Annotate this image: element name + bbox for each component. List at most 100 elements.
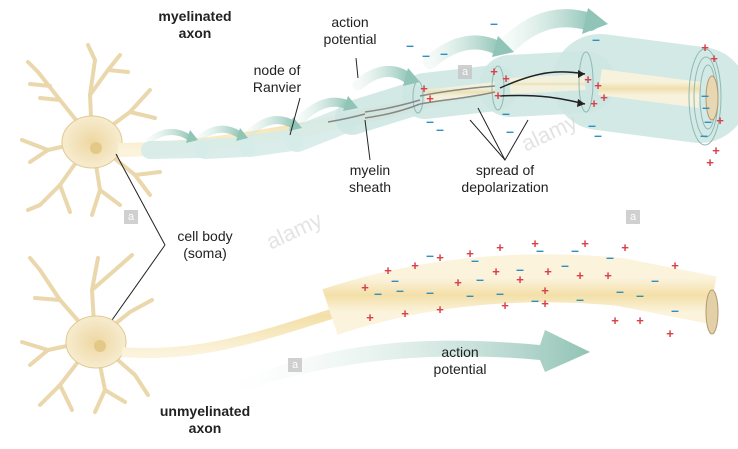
watermark-badge: a xyxy=(288,358,302,372)
negative-charge-sign: – xyxy=(471,252,479,268)
ion-charges: +++++–––––––––––+++++++++––––+++++++++++… xyxy=(361,15,724,341)
negative-charge-sign: – xyxy=(506,123,514,139)
positive-charge-sign: + xyxy=(584,72,592,87)
positive-charge-sign: + xyxy=(516,272,524,287)
negative-charge-sign: – xyxy=(671,302,679,318)
watermark-badge: a xyxy=(458,65,472,79)
positive-charge-sign: + xyxy=(501,298,509,313)
positive-charge-sign: + xyxy=(492,264,500,279)
negative-charge-sign: – xyxy=(702,99,710,115)
positive-charge-sign: + xyxy=(366,310,374,325)
negative-charge-sign: – xyxy=(391,272,399,288)
top-arc-arrowheads xyxy=(186,8,608,143)
positive-charge-sign: + xyxy=(604,268,612,283)
positive-charge-sign: + xyxy=(611,313,619,328)
positive-charge-sign: + xyxy=(454,275,462,290)
myelin-sheath-label: myelin sheath xyxy=(348,162,392,195)
positive-charge-sign: + xyxy=(490,64,498,79)
watermark-badge: a xyxy=(124,210,138,224)
negative-charge-sign: – xyxy=(594,127,602,143)
negative-charge-sign: – xyxy=(426,247,434,263)
unmyelinated-axon-label: unmyelinated axon xyxy=(159,403,251,436)
positive-charge-sign: + xyxy=(636,313,644,328)
positive-charge-sign: + xyxy=(361,280,369,295)
positive-charge-sign: + xyxy=(384,263,392,278)
bottom-axon-end xyxy=(705,289,719,335)
bottom-action-potential-arrow xyxy=(230,330,590,395)
positive-charge-sign: + xyxy=(401,306,409,321)
depolarization-arrows xyxy=(327,70,586,123)
negative-charge-sign: – xyxy=(576,291,584,307)
positive-charge-sign: + xyxy=(666,326,674,341)
negative-charge-sign: – xyxy=(606,249,614,265)
positive-charge-sign: + xyxy=(716,113,724,128)
positive-charge-sign: + xyxy=(712,143,720,158)
negative-charge-sign: – xyxy=(636,287,644,303)
positive-charge-sign: + xyxy=(544,264,552,279)
negative-charge-sign: – xyxy=(701,87,709,103)
positive-charge-sign: + xyxy=(600,90,608,105)
negative-charge-sign: – xyxy=(422,47,430,63)
positive-charge-sign: + xyxy=(420,81,428,96)
positive-charge-sign: + xyxy=(436,250,444,265)
positive-charge-sign: + xyxy=(701,40,709,55)
watermark-badge: a xyxy=(626,210,640,224)
positive-charge-sign: + xyxy=(671,258,679,273)
positive-charge-sign: + xyxy=(466,246,474,261)
negative-charge-sign: – xyxy=(466,287,474,303)
spread-of-depolarization-label: spread of depolarization xyxy=(461,162,549,195)
negative-charge-sign: – xyxy=(536,242,544,258)
top-neuron-cell xyxy=(20,43,162,217)
bottom-axon xyxy=(322,254,717,335)
positive-charge-sign: + xyxy=(581,236,589,251)
negative-charge-sign: – xyxy=(561,257,569,273)
negative-charge-sign: – xyxy=(502,105,510,121)
top-soma xyxy=(61,115,123,169)
positive-charge-sign: + xyxy=(541,283,549,298)
node-of-ranvier-label: node of Ranvier xyxy=(252,62,302,95)
top-action-potential-arcs xyxy=(147,9,599,143)
negative-charge-sign: – xyxy=(496,285,504,301)
negative-charge-sign: – xyxy=(588,117,596,133)
positive-charge-sign: + xyxy=(621,240,629,255)
negative-charge-sign: – xyxy=(592,31,600,47)
positive-charge-sign: + xyxy=(590,96,598,111)
negative-charge-sign: – xyxy=(374,285,382,301)
top-nucleus xyxy=(90,142,102,154)
positive-charge-sign: + xyxy=(576,268,584,283)
negative-charge-sign: – xyxy=(406,37,414,53)
action-potential-top-label: action potential xyxy=(323,14,377,47)
cell-body-label: cell body (soma) xyxy=(177,228,233,261)
negative-charge-sign: – xyxy=(651,272,659,288)
negative-charge-sign: – xyxy=(490,15,498,31)
positive-charge-sign: + xyxy=(706,155,714,170)
negative-charge-sign: – xyxy=(436,121,444,137)
positive-charge-sign: + xyxy=(494,88,502,103)
positive-charge-sign: + xyxy=(496,240,504,255)
negative-charge-sign: – xyxy=(476,271,484,287)
myelinated-axon-label: myelinated axon xyxy=(158,8,232,41)
negative-charge-sign: – xyxy=(426,284,434,300)
negative-charge-sign: – xyxy=(516,261,524,277)
top-leader-lines xyxy=(104,57,529,331)
negative-charge-sign: – xyxy=(440,45,448,61)
positive-charge-sign: + xyxy=(426,91,434,106)
positive-charge-sign: + xyxy=(531,236,539,251)
positive-charge-sign: + xyxy=(411,258,419,273)
negative-charge-sign: – xyxy=(396,282,404,298)
action-potential-bottom-label: action potential xyxy=(433,344,487,377)
positive-charge-sign: + xyxy=(541,296,549,311)
positive-charge-sign: + xyxy=(594,78,602,93)
positive-charge-sign: + xyxy=(710,51,718,66)
negative-charge-sign: – xyxy=(700,127,708,143)
negative-charge-sign: – xyxy=(426,113,434,129)
bottom-nucleus xyxy=(94,340,106,352)
negative-charge-sign: – xyxy=(616,283,624,299)
negative-charge-sign: – xyxy=(704,113,712,129)
bottom-neuron-cell xyxy=(20,253,154,414)
negative-charge-sign: – xyxy=(571,242,579,258)
positive-charge-sign: + xyxy=(502,71,510,86)
positive-charge-sign: + xyxy=(436,302,444,317)
